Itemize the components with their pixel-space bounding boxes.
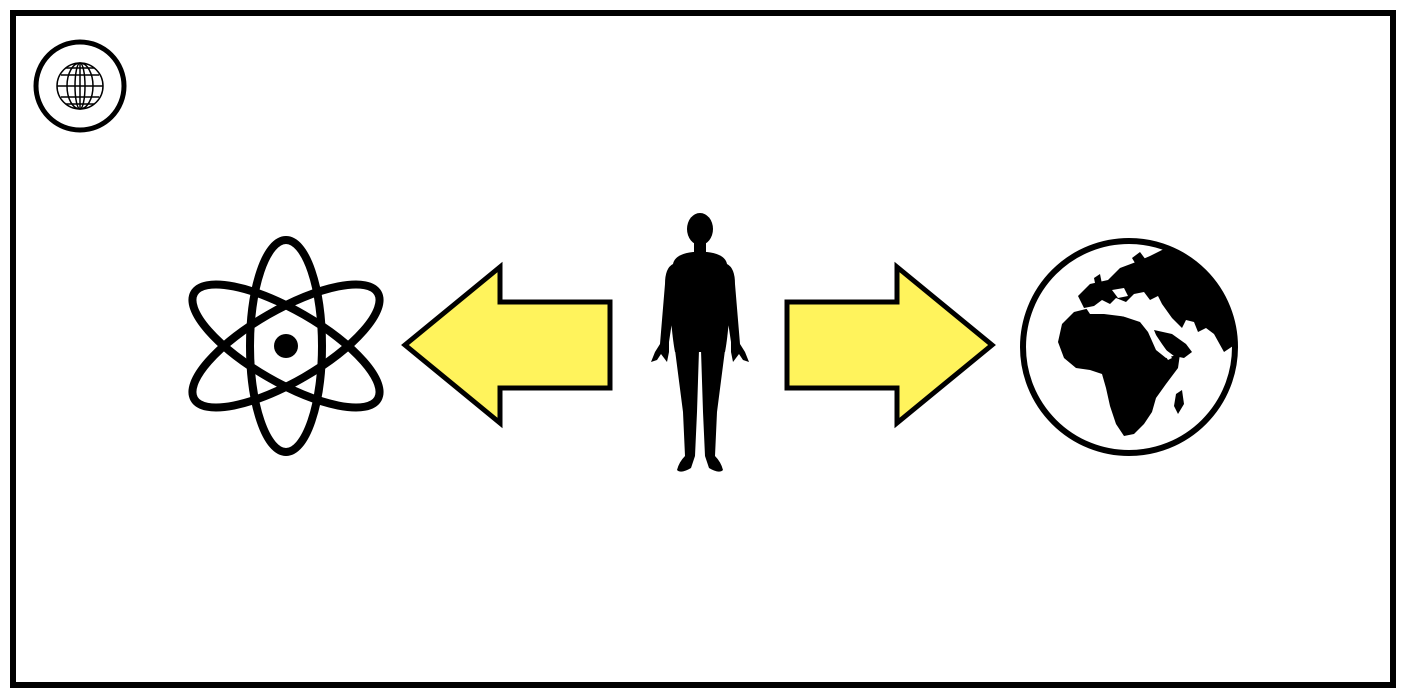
arrow-right-icon: [784, 261, 996, 429]
human-figure-icon: [651, 213, 749, 472]
earth-globe-icon: [1020, 238, 1238, 456]
arrow-left-icon: [401, 261, 613, 429]
atom-icon: [188, 236, 384, 456]
globe-grid-icon: [33, 39, 127, 133]
